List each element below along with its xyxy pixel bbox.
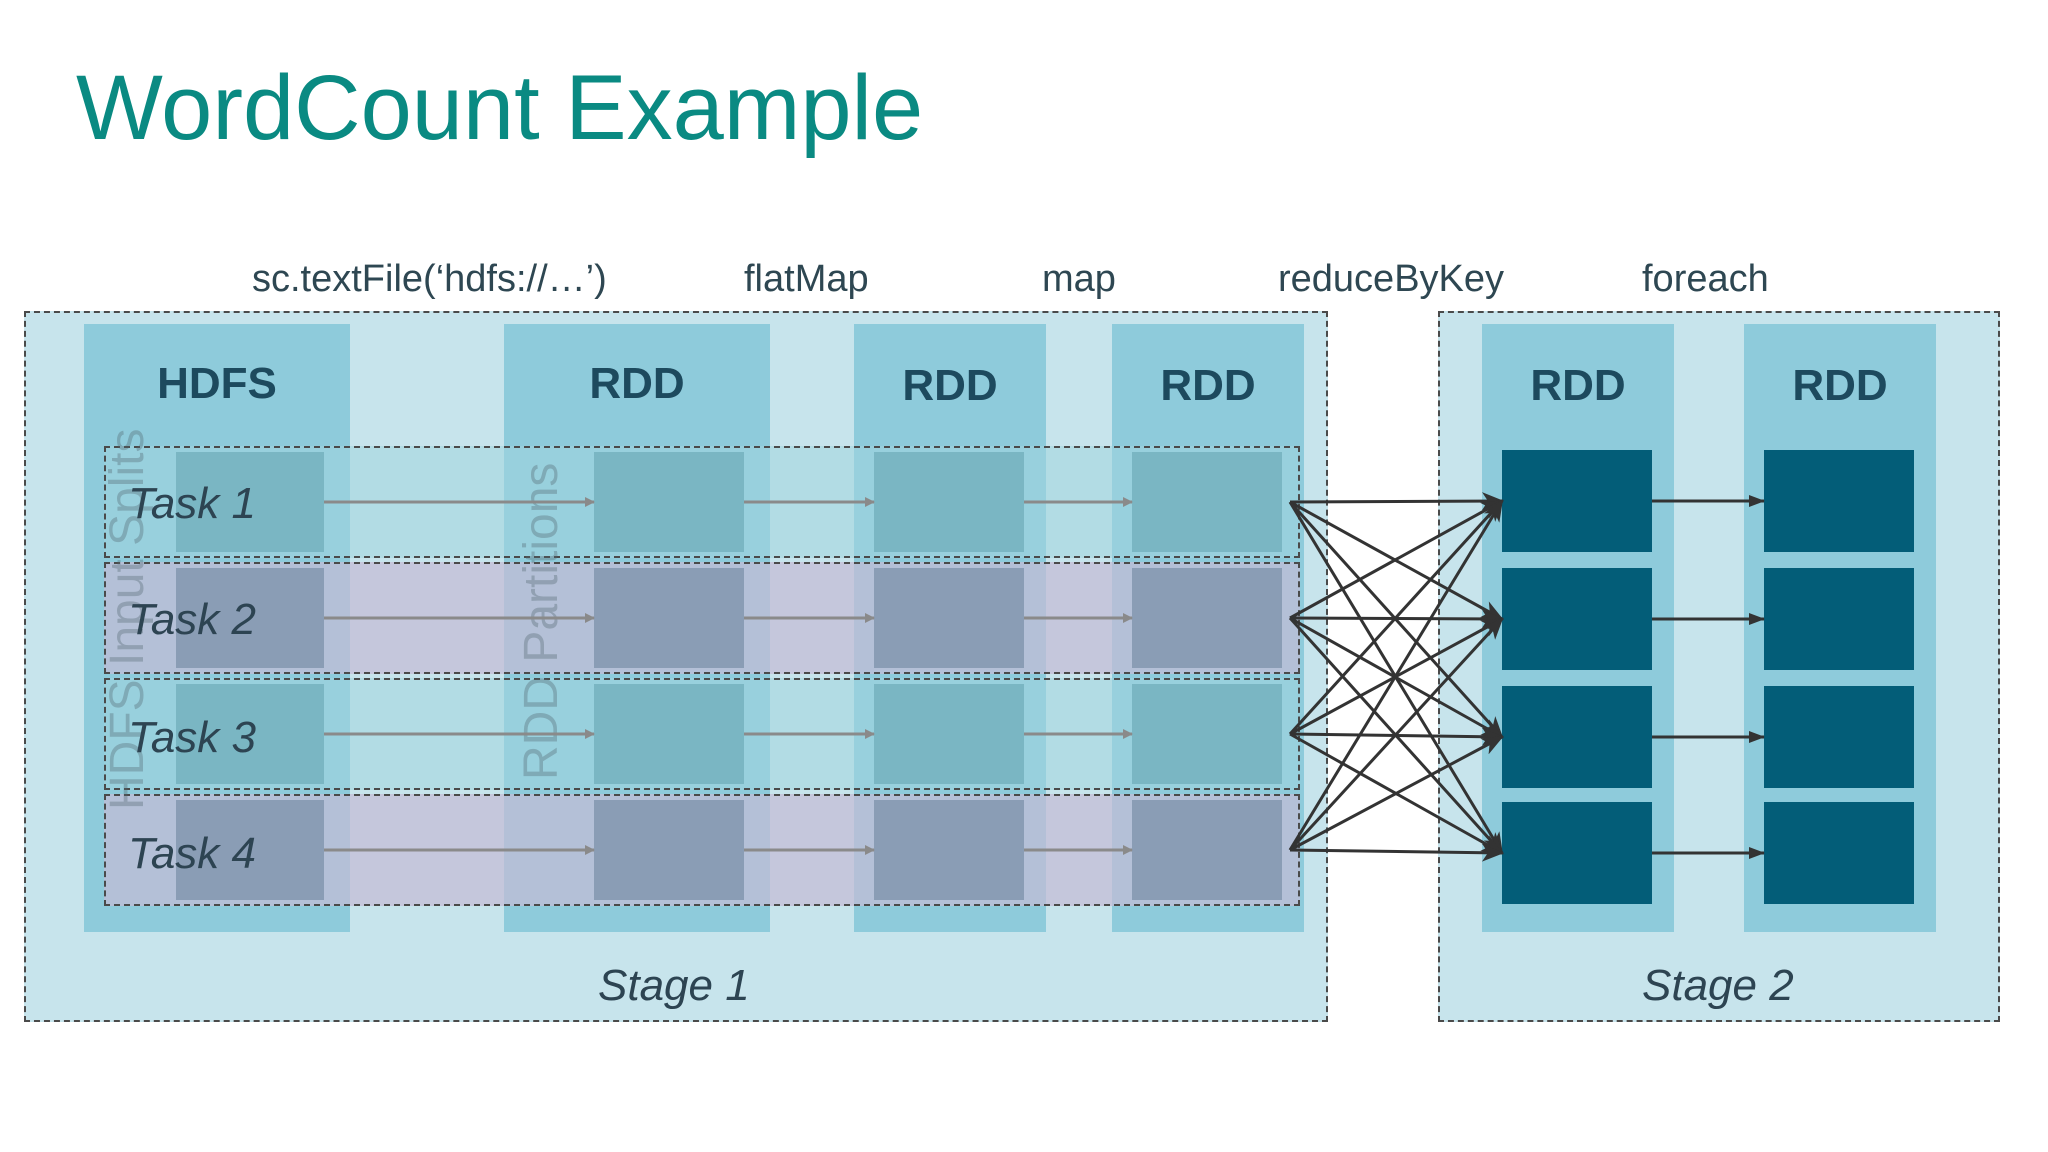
op-label-textfile: sc.textFile(‘hdfs://…’) [252, 258, 607, 300]
reduced-partition-block [1502, 568, 1652, 670]
output-partition-block [1764, 450, 1914, 552]
reduced-partition-block [1502, 450, 1652, 552]
output-partition-block [1764, 802, 1914, 904]
rdd-partition-block [1132, 684, 1282, 784]
task-label-1: Task 1 [128, 479, 257, 528]
hdfs-split-block [176, 800, 324, 900]
task-label-2: Task 2 [128, 595, 257, 644]
rdd-column-3-header: RDD [1160, 361, 1256, 410]
rdd-partition-block [1132, 800, 1282, 900]
hdfs-column-header: HDFS [157, 359, 277, 408]
reduced-partition-block [1502, 802, 1652, 904]
rdd-partition-block [594, 568, 744, 668]
op-label-reducebykey: reduceByKey [1278, 258, 1505, 300]
slide-title: WordCount Example [76, 57, 924, 159]
hdfs-split-block [176, 452, 324, 552]
rdd-partitions-label: RDD Partitions [515, 462, 568, 780]
op-label-flatmap: flatMap [744, 258, 869, 300]
rdd-column-4-header: RDD [1530, 361, 1626, 410]
hdfs-split-block [176, 684, 324, 784]
rdd-partition-block [874, 452, 1024, 552]
op-label-foreach: foreach [1642, 258, 1769, 300]
rdd-partition-block [594, 800, 744, 900]
reduced-partition-block [1502, 686, 1652, 788]
rdd-partition-block [874, 568, 1024, 668]
task-label-3: Task 3 [128, 713, 257, 762]
rdd-partition-block [1132, 452, 1282, 552]
rdd-partition-block [594, 684, 744, 784]
task-label-4: Task 4 [128, 829, 257, 878]
op-label-map: map [1042, 258, 1116, 300]
rdd-partition-block [874, 684, 1024, 784]
stage-2-label: Stage 2 [1642, 961, 1794, 1010]
rdd-column-2-header: RDD [902, 361, 998, 410]
hdfs-split-block [176, 568, 324, 668]
output-partition-block [1764, 568, 1914, 670]
output-partition-block [1764, 686, 1914, 788]
rdd-column-1-header: RDD [589, 359, 685, 408]
stage-1-label: Stage 1 [598, 961, 750, 1010]
rdd-partition-block [594, 452, 744, 552]
rdd-column-5-header: RDD [1792, 361, 1888, 410]
rdd-partition-block [874, 800, 1024, 900]
rdd-partition-block [1132, 568, 1282, 668]
